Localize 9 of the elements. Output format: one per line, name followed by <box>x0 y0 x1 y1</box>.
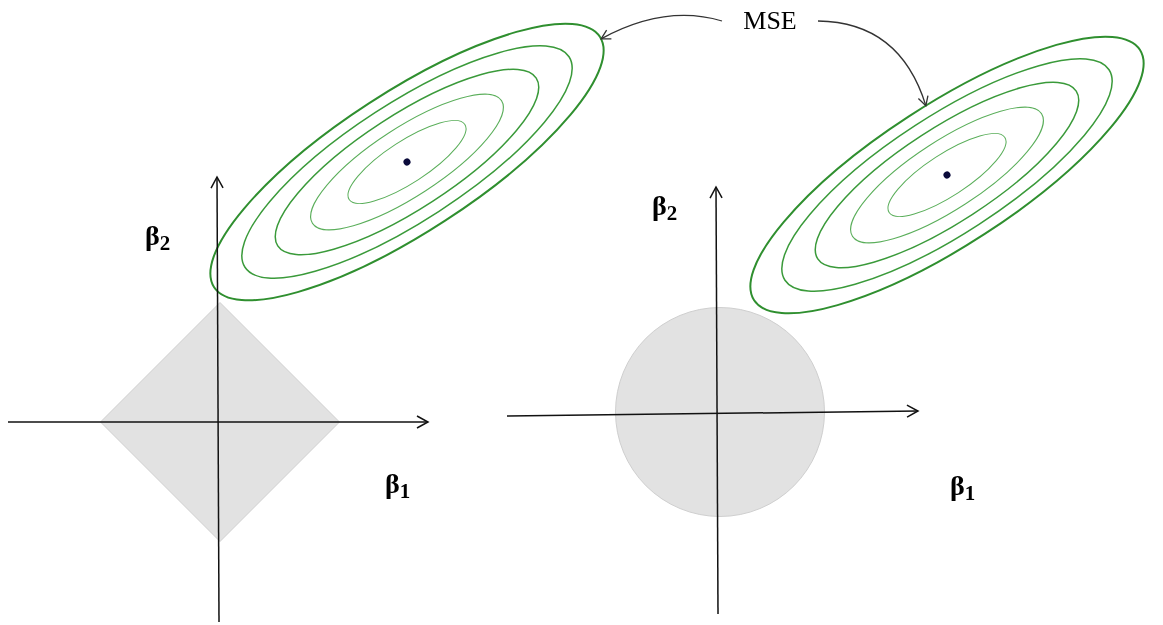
leader-arrow <box>817 20 929 107</box>
axis-label: β$_{1}$ <box>950 472 976 500</box>
annotation-text: MSE <box>743 8 797 34</box>
leader-arrow <box>600 14 723 40</box>
axis-label: β$_{2}$ <box>145 222 171 250</box>
disk-region <box>615 307 825 517</box>
diamond-region <box>100 302 340 542</box>
axis-label: β$_{1}$ <box>385 470 411 498</box>
axis-label: β$_{2}$ <box>652 192 678 220</box>
